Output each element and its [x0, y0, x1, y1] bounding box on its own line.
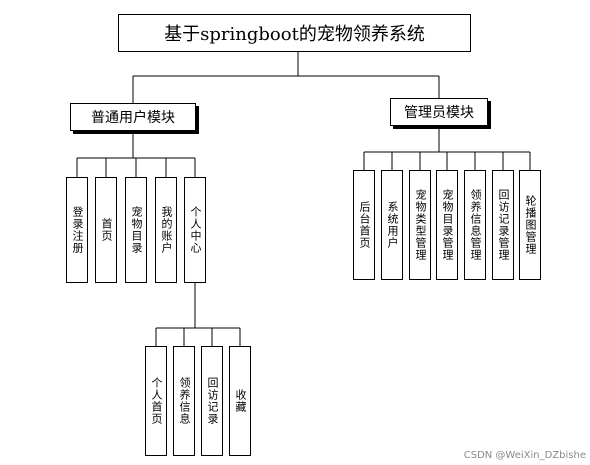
admin-module-label: 管理员模块 [404, 105, 474, 121]
node-label: 领养信息 [178, 377, 191, 425]
node-label: 个人中心 [189, 206, 202, 254]
node-label: 登录注册 [71, 206, 84, 254]
node-label: 后台首页 [358, 201, 371, 249]
node-label: 收藏 [234, 389, 247, 413]
node-visit-records-management: 回访记录管理 [492, 170, 514, 280]
node-pet-type-management: 宠物类型管理 [409, 170, 431, 280]
node-pet-catalog-management: 宠物目录管理 [436, 170, 458, 280]
node-label: 宠物目录管理 [441, 189, 454, 261]
node-personal-home: 个人首页 [145, 346, 167, 456]
node-label: 我的账户 [160, 206, 173, 254]
node-login-register: 登录注册 [66, 177, 88, 283]
system-title-box: 基于springboot的宠物领养系统 [118, 14, 471, 52]
watermark: CSDN @WeiXin_DZbishe [463, 450, 586, 461]
user-module-box: 普通用户模块 [70, 103, 196, 131]
node-label: 宠物目录 [130, 206, 143, 254]
node-adoption-info: 领养信息 [173, 346, 195, 456]
node-my-account: 我的账户 [155, 177, 177, 283]
node-label: 个人首页 [150, 377, 163, 425]
node-label: 宠物类型管理 [414, 189, 427, 261]
node-label: 首页 [100, 218, 113, 242]
node-visit-records: 回访记录 [201, 346, 223, 456]
node-adoption-info-management: 领养信息管理 [464, 170, 486, 280]
node-favorites: 收藏 [229, 346, 251, 456]
node-carousel-management: 轮播图管理 [519, 170, 541, 280]
node-label: 回访记录 [206, 377, 219, 425]
node-label: 轮播图管理 [524, 195, 537, 255]
node-label: 回访记录管理 [497, 189, 510, 261]
node-personal-center: 个人中心 [184, 177, 206, 283]
admin-module-box: 管理员模块 [390, 98, 488, 126]
node-admin-home: 后台首页 [353, 170, 375, 280]
node-label: 领养信息管理 [469, 189, 482, 261]
user-module-label: 普通用户模块 [91, 110, 175, 126]
node-home: 首页 [95, 177, 117, 283]
system-title: 基于springboot的宠物领养系统 [164, 24, 425, 45]
node-system-users: 系统用户 [381, 170, 403, 280]
node-label: 系统用户 [386, 201, 399, 249]
node-pet-catalog: 宠物目录 [125, 177, 147, 283]
